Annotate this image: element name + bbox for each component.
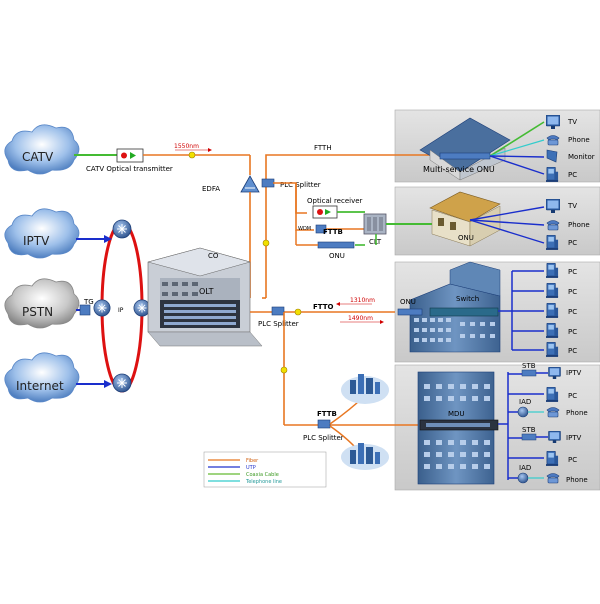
device-pc-1: PC [568,171,577,179]
optical-receiver-icon [312,205,338,219]
tg-icon [79,304,91,316]
router-left-icon [93,299,111,317]
device-tv-1: TV [567,118,577,126]
device-pc-office-5: PC [568,347,577,355]
fiber-ftth-line [265,154,440,298]
plc-splitter-mid-label: PLC Splitter [258,320,299,328]
device-iptv-2: IPTV [566,434,582,442]
catv-cloud: CATV [4,124,80,175]
plc-splitter-mid-icon [271,306,285,316]
legend-telephone: Telephone line [245,479,282,485]
device-phone-mdu-2: Phone [566,476,588,484]
catv-transmitter-icon [116,148,144,163]
fiber-connector-icon [188,151,196,159]
switch-icon [429,307,499,317]
device-tv-2: TV [567,202,577,210]
legend-utp: UTP [246,465,256,471]
onu-house-label: ONU [458,234,474,242]
edfa-label: EDFA [202,185,220,193]
phone-icon [546,473,560,484]
onu-fttb-label: ONU [329,252,345,260]
internet-cloud: Internet [4,352,80,403]
fttb-label: FTTB [323,228,343,236]
optical-receiver-label: Optical receiver [307,197,363,205]
device-stb-1: STB [522,362,536,370]
legend-fiber: Fiber [246,458,259,464]
device-iad-2: IAD [519,464,531,472]
device-pc-office-1: PC [568,268,577,276]
iptv-cloud-label: IPTV [23,234,50,248]
onu-office-label: ONU [400,298,416,306]
wavelength-1490-label: 1490nm [348,315,373,322]
wavelength-1550-label: 1550nm [174,143,199,150]
ip-label: IP [118,307,124,314]
plc-splitter-bottom-icon [317,419,331,429]
catv-cloud-label: CATV [22,150,54,164]
stb-icon [521,433,537,441]
pstn-cloud-label: PSTN [22,305,53,319]
plc-splitter-top-label: PLC Splitter [280,181,321,189]
device-iad-1: IAD [519,398,531,406]
device-stb-2: STB [522,426,536,434]
device-pc-mdu-1: PC [568,392,577,400]
co-label: CO [208,252,219,260]
edfa-icon [240,175,260,193]
iptv-cloud: IPTV [4,208,80,259]
phone-icon [546,135,560,146]
city-skyline-bottom-icon [341,443,389,470]
wavelength-1310-label: 1310nm [350,297,375,304]
tg-label: TG [83,298,94,306]
device-phone-2: Phone [568,221,590,229]
legend-coax: Coaxia Cable [246,472,279,478]
house-fttb-icon [429,191,501,247]
co-building-icon [147,247,263,347]
internet-cloud-label: Internet [16,379,64,393]
switch-label: Switch [456,295,479,303]
pstn-cloud: PSTN [4,278,80,329]
olt-label: OLT [199,287,214,296]
plc-splitter-bottom-label: PLC Splitter [303,434,344,442]
stb-icon [521,369,537,377]
fttb-bottom-label: FTTB [317,410,337,418]
device-phone-1: Phone [568,136,590,144]
device-pc-2: PC [568,239,577,247]
phone-icon [546,220,560,231]
office-building-icon [409,261,501,353]
router-top-icon [112,219,132,239]
ftth-label: FTTH [314,144,332,152]
device-iptv-1: IPTV [566,369,582,377]
iad-icon [517,406,529,418]
onu-office-icon [397,308,423,316]
mdu-label: MDU [448,410,465,418]
onu-fttb-icon [317,241,355,249]
ftto-label: FTTO [313,303,333,311]
device-monitor-1: Monitor [568,153,595,161]
catv-transmitter-label: CATV Optical transmitter [86,165,173,173]
multi-service-onu-icon [439,152,491,160]
device-pc-office-4: PC [568,328,577,336]
router-right-icon [133,299,151,317]
wdm-tag: WDM [298,226,311,232]
plc-splitter-top-icon [261,178,275,188]
legend: Fiber UTP Coaxia Cable Telephone line [203,451,327,488]
device-pc-office-3: PC [568,308,577,316]
clt-icon [363,213,387,235]
iad-icon [517,472,529,484]
device-pc-office-2: PC [568,288,577,296]
city-skyline-top-icon [341,374,389,404]
router-bottom-icon [112,373,132,393]
device-phone-mdu-1: Phone [566,409,588,417]
monitor-icon [546,149,558,163]
multi-service-onu-label: Multi-service ONU [423,165,495,174]
device-pc-mdu-2: PC [568,456,577,464]
phone-icon [546,407,560,418]
